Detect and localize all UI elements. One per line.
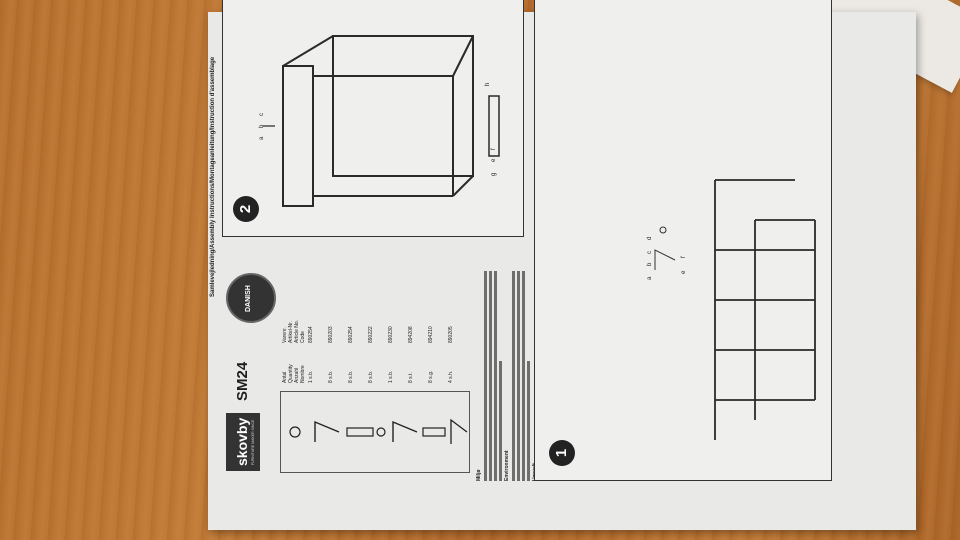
section-heading: Environment [504, 450, 510, 481]
step-part-label: g [491, 172, 497, 176]
section-text-line [522, 271, 525, 481]
parts-row-code: 890203 [328, 326, 334, 343]
rotated-page-content: Samlevejledning/Assembly Instructions/Mo… [204, 0, 840, 487]
step-part-label: b [259, 124, 265, 128]
section-text-line [517, 271, 520, 481]
section-text-line [494, 271, 497, 481]
quality-seal: DANISH [226, 273, 276, 323]
step-2-badge: 2 [233, 196, 259, 222]
step-2-panel: 2 a b c g e f h [222, 0, 524, 237]
parts-row-code: 894208 [408, 326, 414, 343]
step-part-label: a [647, 276, 653, 280]
parts-row-code: 890205 [448, 326, 454, 343]
section-text-line [512, 271, 515, 481]
step-2-diagram [263, 35, 500, 207]
step-1-badge: 1 [549, 440, 575, 466]
parts-row-qty: 8 s.b. [368, 370, 374, 383]
step-part-label: c [647, 251, 653, 254]
step-part-label: b [647, 262, 653, 266]
parts-row-qty: 8 s.g. [428, 370, 434, 383]
section-heading: Miljø [476, 469, 482, 481]
parts-row-code: 890254 [308, 326, 314, 343]
instruction-sheet: Samlevejledning/Assembly Instructions/Mo… [208, 0, 916, 530]
step-part-label: f [491, 148, 497, 150]
section-text-line [499, 361, 502, 481]
step-1-panel: 1 a b c d e f [534, 0, 832, 481]
step-1-diagram [654, 179, 816, 440]
parts-row-code: 890254 [348, 326, 354, 343]
table-header-code: Varenr. Artikel-Nr. Article No. Code [282, 319, 306, 343]
parts-row-qty: 8 s.b. [348, 370, 354, 383]
parts-row-code: 890230 [388, 326, 394, 343]
parts-illustration-box [280, 391, 470, 473]
parts-row-qty: 4 s.h. [448, 370, 454, 383]
model-title: SM24 [234, 361, 251, 401]
step-part-label: e [681, 270, 687, 274]
table-header-qty: Antal Quantity Anzahl Nombre [282, 364, 306, 383]
brand-logo: skovby FURNITURE MAKER SINCE [226, 413, 260, 471]
step-part-label: e [491, 158, 497, 162]
parts-row-qty: 8 s.b. [328, 370, 334, 383]
parts-row-code: 894210 [428, 326, 434, 343]
step-part-label: a [259, 136, 265, 140]
step-part-label: f [681, 256, 687, 258]
parts-row-qty: 8 s.t. [408, 372, 414, 383]
step-part-label: d [647, 236, 653, 240]
parts-panel: skovby FURNITURE MAKER SINCE SM24 DANISH [222, 251, 586, 483]
hardware-parts-drawing [289, 418, 468, 444]
section-text-line [484, 271, 487, 481]
step-part-label: h [485, 82, 491, 86]
step-part-label: c [259, 113, 265, 116]
section-text-line [527, 361, 530, 481]
parts-row-qty: 1 s.b. [308, 370, 314, 383]
parts-row-qty: 1 s.b. [388, 370, 394, 383]
section-text-line [489, 271, 492, 481]
parts-row-code: 890222 [368, 326, 374, 343]
header-text: Samlevejledning/Assembly Instructions/Mo… [210, 56, 216, 297]
